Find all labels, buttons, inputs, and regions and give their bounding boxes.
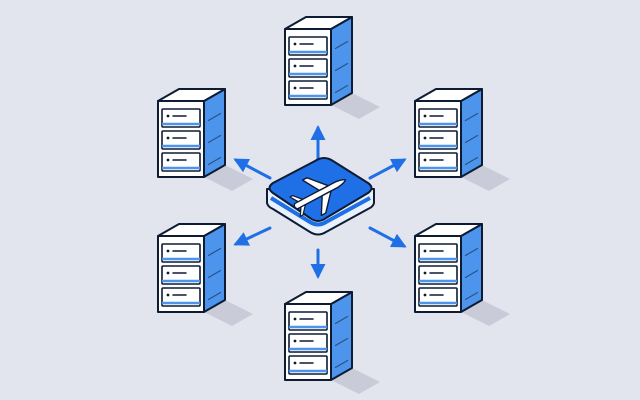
server-top [284,16,380,119]
airplane-icon [289,177,347,217]
drive-side-line [464,247,479,257]
drive-led [166,158,170,162]
drive-bay [288,80,328,100]
drive-side-line [334,40,349,50]
central-hub [266,157,375,236]
drive-led [423,114,427,118]
drive-led [293,42,297,46]
server-top-left [157,88,253,191]
drive-led [166,114,170,118]
server-shadow [461,165,510,191]
drive-side-line [207,247,222,257]
drive-bay [418,108,458,128]
server-top-face [414,223,483,237]
server-side [203,223,226,313]
server-icon [414,223,510,326]
server-bottom-right [414,223,510,326]
server-shadow [204,165,253,191]
drive-led [423,249,427,253]
server-top-right [414,88,510,191]
drive-side-line [207,269,222,279]
server-icon [414,88,510,191]
server-group [157,16,510,394]
drive-led [293,86,297,90]
server-icon [284,291,380,394]
server-top-face [284,291,353,305]
drive-bay [161,287,201,307]
server-top-face [284,16,353,30]
drive-led [293,317,297,321]
server-shadow [204,300,253,326]
drive-bay [288,36,328,56]
server-top-face [414,88,483,102]
drive-led [423,158,427,162]
drive-side-line [207,112,222,122]
hub-platform [266,157,375,236]
server-side [203,88,226,178]
server-icon [157,88,253,191]
drive-led [166,293,170,297]
airplane-tail [289,194,306,217]
drive-led [293,64,297,68]
drive-side-line [464,156,479,166]
airplane-wing [320,190,332,217]
connection-arrows [233,125,407,279]
drive-side-line [464,291,479,301]
drive-led [293,339,297,343]
drive-side-line [464,269,479,279]
airplane-wing [301,177,329,192]
server-shadow [331,368,380,394]
drive-bay [161,130,201,150]
drive-led [166,136,170,140]
drive-bay [418,152,458,172]
drive-led [166,249,170,253]
drive-bay [161,243,201,263]
drive-bay [161,108,201,128]
drive-bay [288,58,328,78]
drive-bay [288,333,328,353]
drive-side-line [464,134,479,144]
server-icon [284,16,380,119]
server-side [460,88,483,178]
drive-side-line [207,156,222,166]
server-bottom-left [157,223,253,326]
server-shadow [461,300,510,326]
drive-side-line [334,337,349,347]
server-bottom [284,291,380,394]
drive-bay [288,311,328,331]
drive-led [166,271,170,275]
server-side [330,16,353,106]
server-icon [157,223,253,326]
arrow-to-server-top-right [368,158,407,180]
drive-side-line [207,291,222,301]
server-shadow [331,93,380,119]
arrow-to-server-top-left [233,158,272,180]
drive-side-line [207,134,222,144]
drive-bay [418,130,458,150]
server-top-face [157,223,226,237]
drive-led [423,136,427,140]
drive-led [423,271,427,275]
drive-bay [418,243,458,263]
drive-side-line [464,112,479,122]
drive-bay [418,265,458,285]
server-side [330,291,353,381]
hub-stripe [269,196,371,227]
drive-bay [161,265,201,285]
drive-side-line [334,315,349,325]
server-side [460,223,483,313]
drive-led [293,361,297,365]
server-top-face [157,88,226,102]
arrow-to-server-bottom-left [233,226,272,246]
drive-side-line [334,62,349,72]
drive-bay [161,152,201,172]
drive-bay [288,355,328,375]
drive-bay [418,287,458,307]
airplane-fuselage [293,179,347,210]
arrow-to-server-bottom-right [368,226,407,248]
drive-side-line [334,359,349,369]
drive-side-line [334,84,349,94]
drive-led [423,293,427,297]
